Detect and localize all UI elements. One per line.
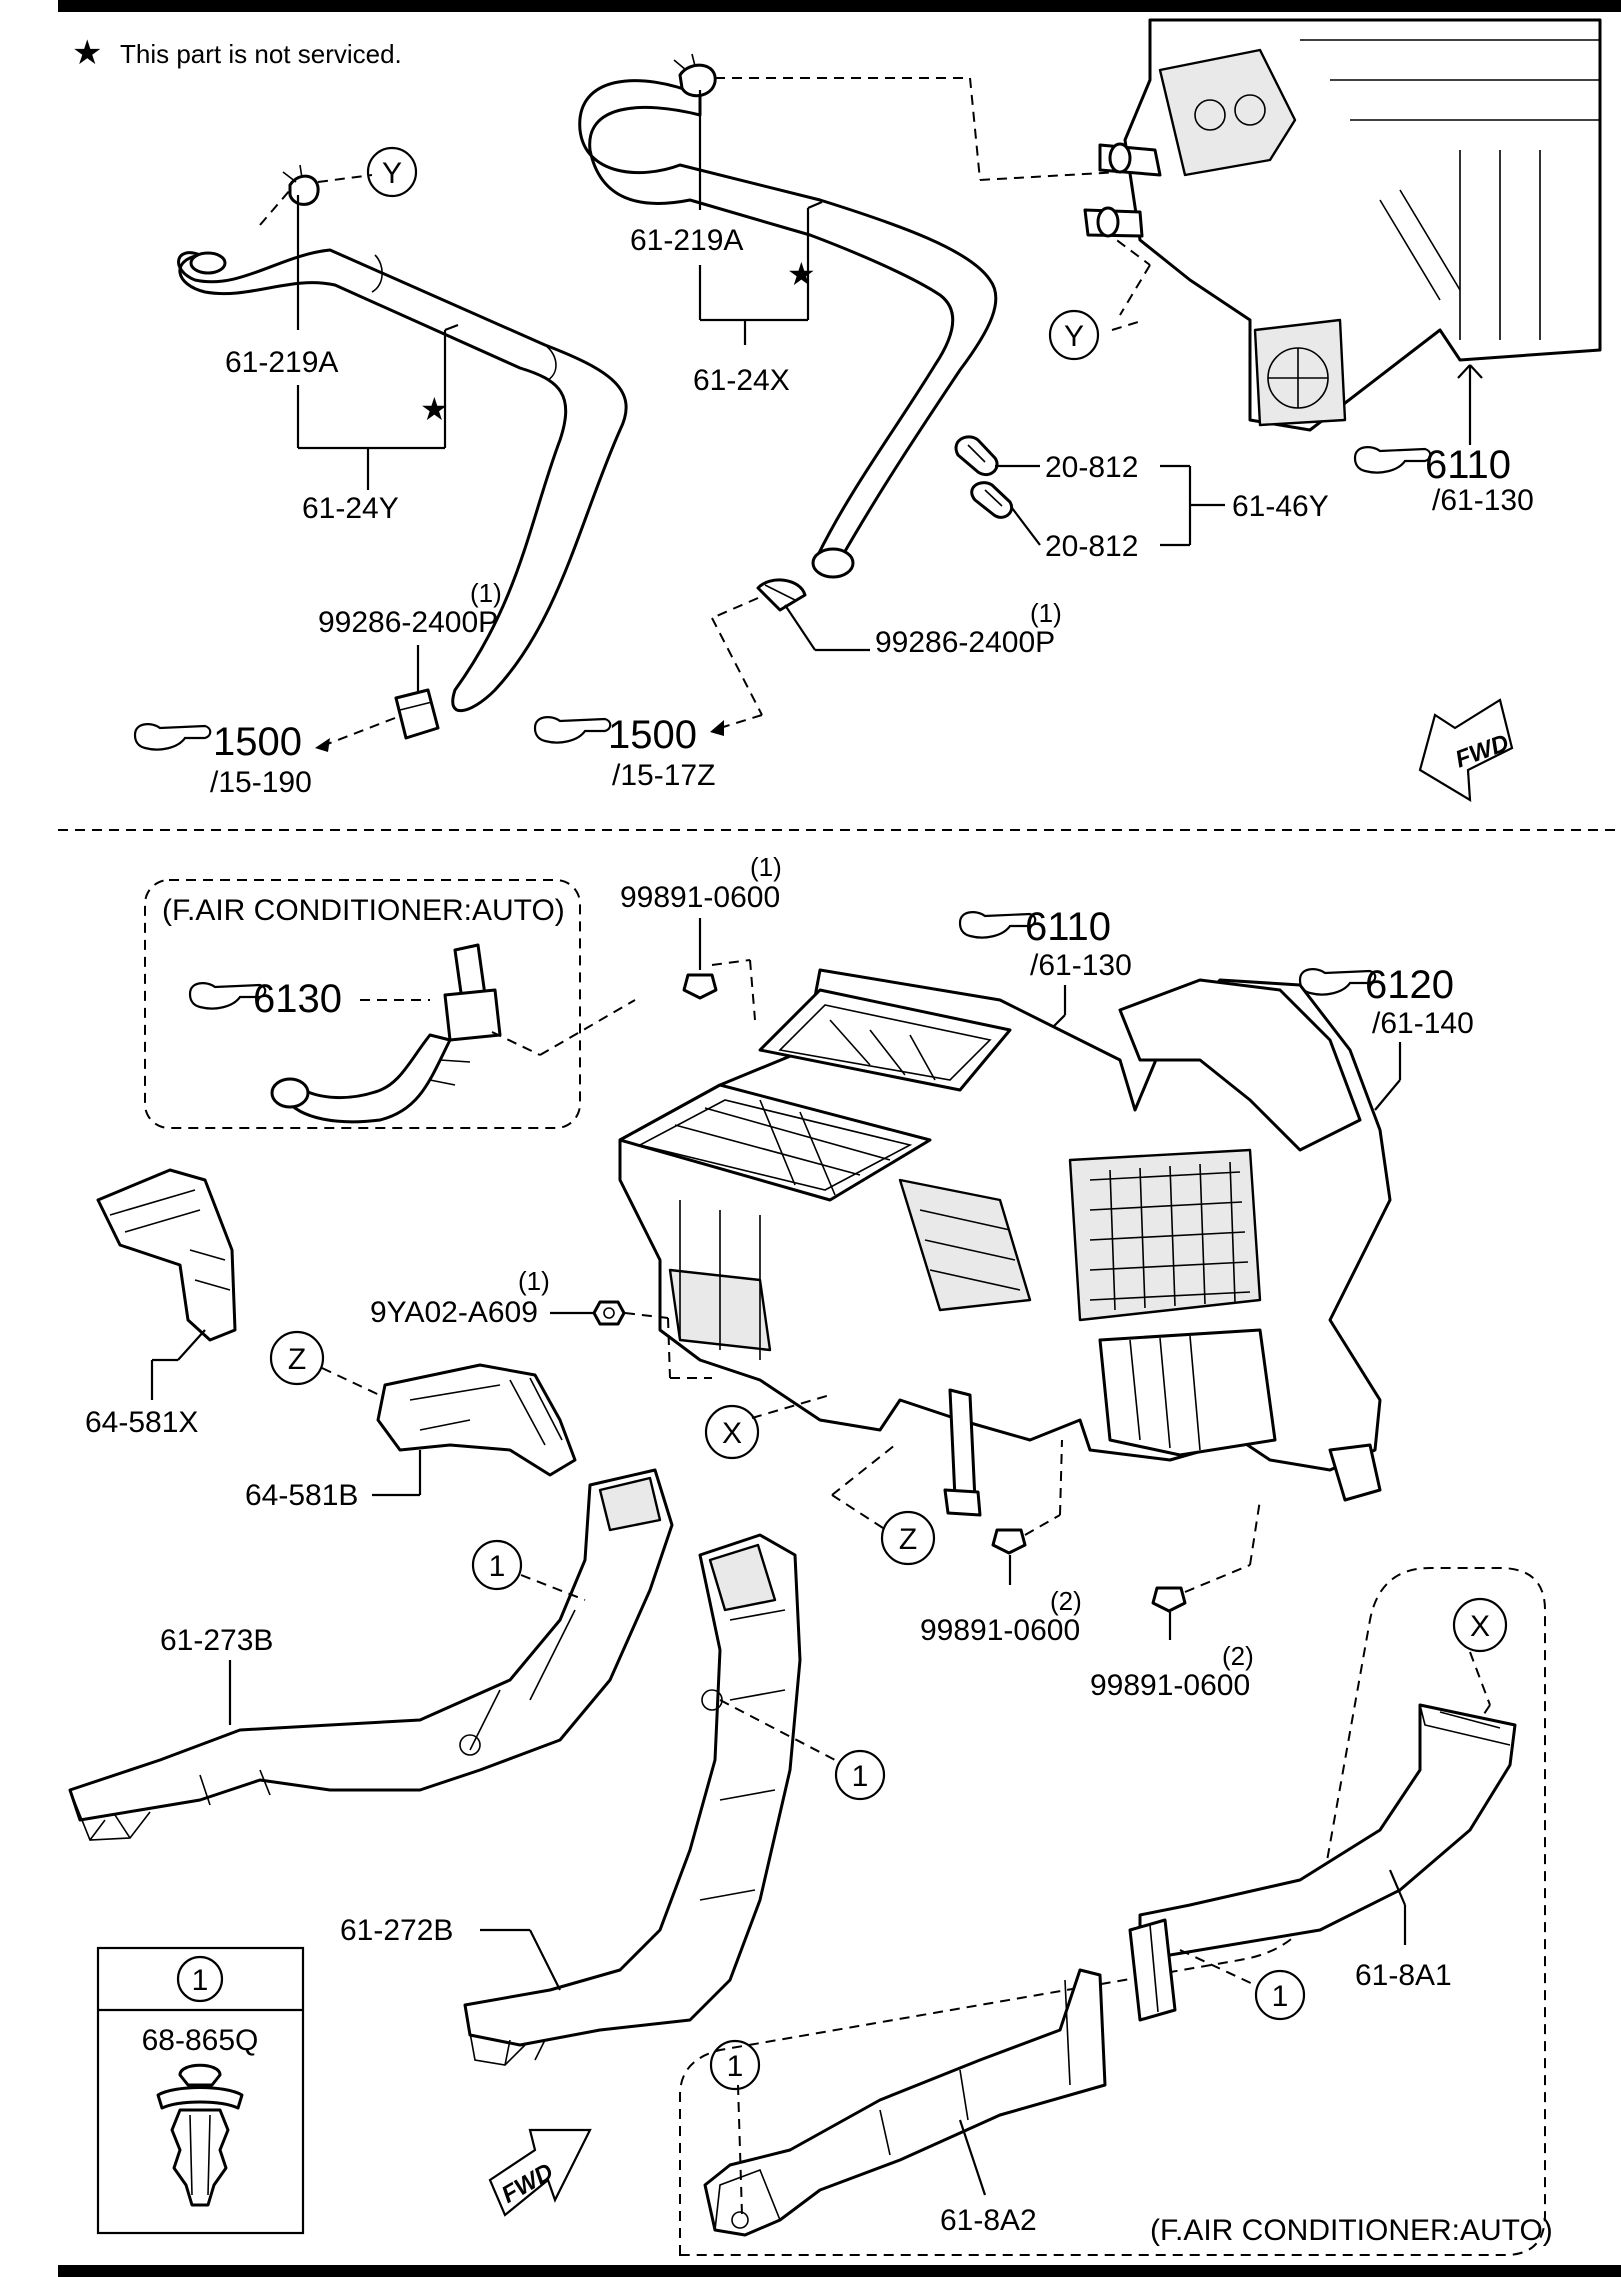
label-99891-mid: 99891-0600 [920,1614,1080,1647]
svg-text:1: 1 [1272,1980,1289,2013]
auto-box-top-title: (F.AIR CONDITIONER:AUTO) [162,894,565,927]
callout-z-mid: Z [880,1510,936,1566]
top-border [58,0,1621,12]
callout-1-b: 1 [834,1749,886,1801]
callout-x-bottom: X [1452,1597,1508,1653]
star-icon: ★ [72,34,102,72]
label-61-8a2: 61-8A2 [940,2204,1037,2237]
note-text: This part is not serviced. [120,39,402,69]
star-icon-left: ★ [420,391,449,427]
auto-box-bottom [679,1567,1546,2256]
svg-text:6110: 6110 [1425,443,1511,487]
ref-6130: 6130 [188,977,342,1021]
svg-text:X: X [1470,1610,1490,1643]
svg-text:X: X [722,1417,742,1450]
label-64-581x: 64-581X [85,1406,198,1439]
svg-text:Z: Z [288,1343,306,1376]
svg-text:6120: 6120 [1365,963,1454,1007]
label-99891-top: 99891-0600 [620,881,780,914]
svg-text:1: 1 [727,2050,744,2083]
push-clip-icon [156,2063,244,2207]
not-serviced-note: ★ This part is not serviced. [72,34,402,72]
callout-1-d: 1 [709,2039,761,2091]
qty-bolt-right: (2) [1222,1641,1254,1671]
qty-bolt-mid: (2) [1050,1586,1082,1616]
svg-text:FWD: FWD [1452,729,1513,773]
duct-61-272b-illustration [463,1533,802,2066]
label-20-812-b: 20-812 [1045,530,1138,563]
label-61-46y: 61-46Y [1232,490,1329,523]
fwd-arrow-bottom: FWD [488,2128,592,2217]
label-61-8a1: 61-8A1 [1355,1959,1452,1992]
duct-64-581x-illustration [96,1168,237,1342]
bottom-border [58,2265,1621,2277]
clamp-20-812-illustration [954,435,1013,519]
legend-part-68-865q: 68-865Q [142,2024,259,2057]
legend-box: 1 68-865Q [96,1946,305,2235]
duct-61-8a2-illustration [703,1968,1107,2237]
auto-box-top [144,879,581,1129]
callout-1-c: 1 [1254,1969,1306,2021]
ref-6110-bottom: 6110 /61-130 [958,905,1132,982]
label-64-581b: 64-581B [245,1479,358,1512]
label-99286-right: 99286-2400P [875,626,1055,659]
svg-text:1500: 1500 [608,713,697,757]
label-61-219a-right: 61-219A [630,224,743,257]
auto-box-bottom-title: (F.AIR CONDITIONER:AUTO) [1150,2214,1553,2247]
ref-6110-top: 6110 /61-130 [1353,443,1534,517]
ref-1500-right: 1500 /15-17Z [533,713,715,792]
callout-y-right: Y [1048,309,1100,361]
svg-text:/15-17Z: /15-17Z [612,759,715,792]
label-61-24x: 61-24X [693,364,790,397]
heater-unit-illustration [1083,18,1602,432]
svg-text:/61-140: /61-140 [1372,1007,1474,1040]
svg-text:1: 1 [852,1760,869,1793]
label-9ya02-a609: 9YA02-A609 [370,1296,538,1329]
label-20-812-a: 20-812 [1045,451,1138,484]
callout-1-a: 1 [471,1539,523,1591]
svg-text:6110: 6110 [1025,905,1111,949]
qty-bolt-top: (1) [750,852,782,882]
callout-z-left: Z [269,1330,325,1386]
nut-icon [592,1300,626,1326]
qty-clip-right: (1) [1030,598,1062,628]
bolt-right-icon [1151,1586,1187,1613]
label-61-273b: 61-273B [160,1624,273,1657]
label-61-219a-left: 61-219A [225,346,338,379]
label-99891-right: 99891-0600 [1090,1669,1250,1702]
svg-text:FWD: FWD [497,2158,558,2209]
svg-text:Y: Y [382,157,402,190]
callout-y-left: Y [366,146,418,198]
legend-key: 1 [192,1964,209,1997]
svg-text:1500: 1500 [213,720,302,764]
label-99286-left: 99286-2400P [318,606,498,639]
sensor-hose-illustration [270,943,502,1124]
hvac-unit-illustration [618,968,1392,1517]
bolt-top-icon [682,973,718,1000]
clip-99286-right [756,578,807,612]
bolt-mid-icon [991,1528,1027,1555]
label-61-24y: 61-24Y [302,492,399,525]
clip-99286-left [394,688,440,740]
duct-61-273b-illustration [68,1468,674,1841]
duct-64-581b-illustration [376,1363,577,1477]
hose-61-24x-illustration [578,53,998,579]
svg-text:/61-130: /61-130 [1432,484,1534,517]
svg-text:6130: 6130 [253,977,342,1021]
svg-text:/61-130: /61-130 [1030,949,1132,982]
qty-clip-left: (1) [470,578,502,608]
svg-text:Y: Y [1064,320,1084,353]
fwd-arrow-top: FWD [1418,698,1514,803]
callout-x-mid: X [704,1404,760,1460]
svg-text:Z: Z [899,1523,917,1556]
ref-1500-left: 1500 /15-190 [133,720,312,799]
svg-text:1: 1 [489,1550,506,1583]
label-61-272b: 61-272B [340,1914,453,1947]
qty-nut: (1) [518,1266,550,1296]
duct-61-8a1-illustration [1128,1703,1517,2022]
star-icon-right: ★ [787,256,816,292]
svg-text:/15-190: /15-190 [210,766,312,799]
